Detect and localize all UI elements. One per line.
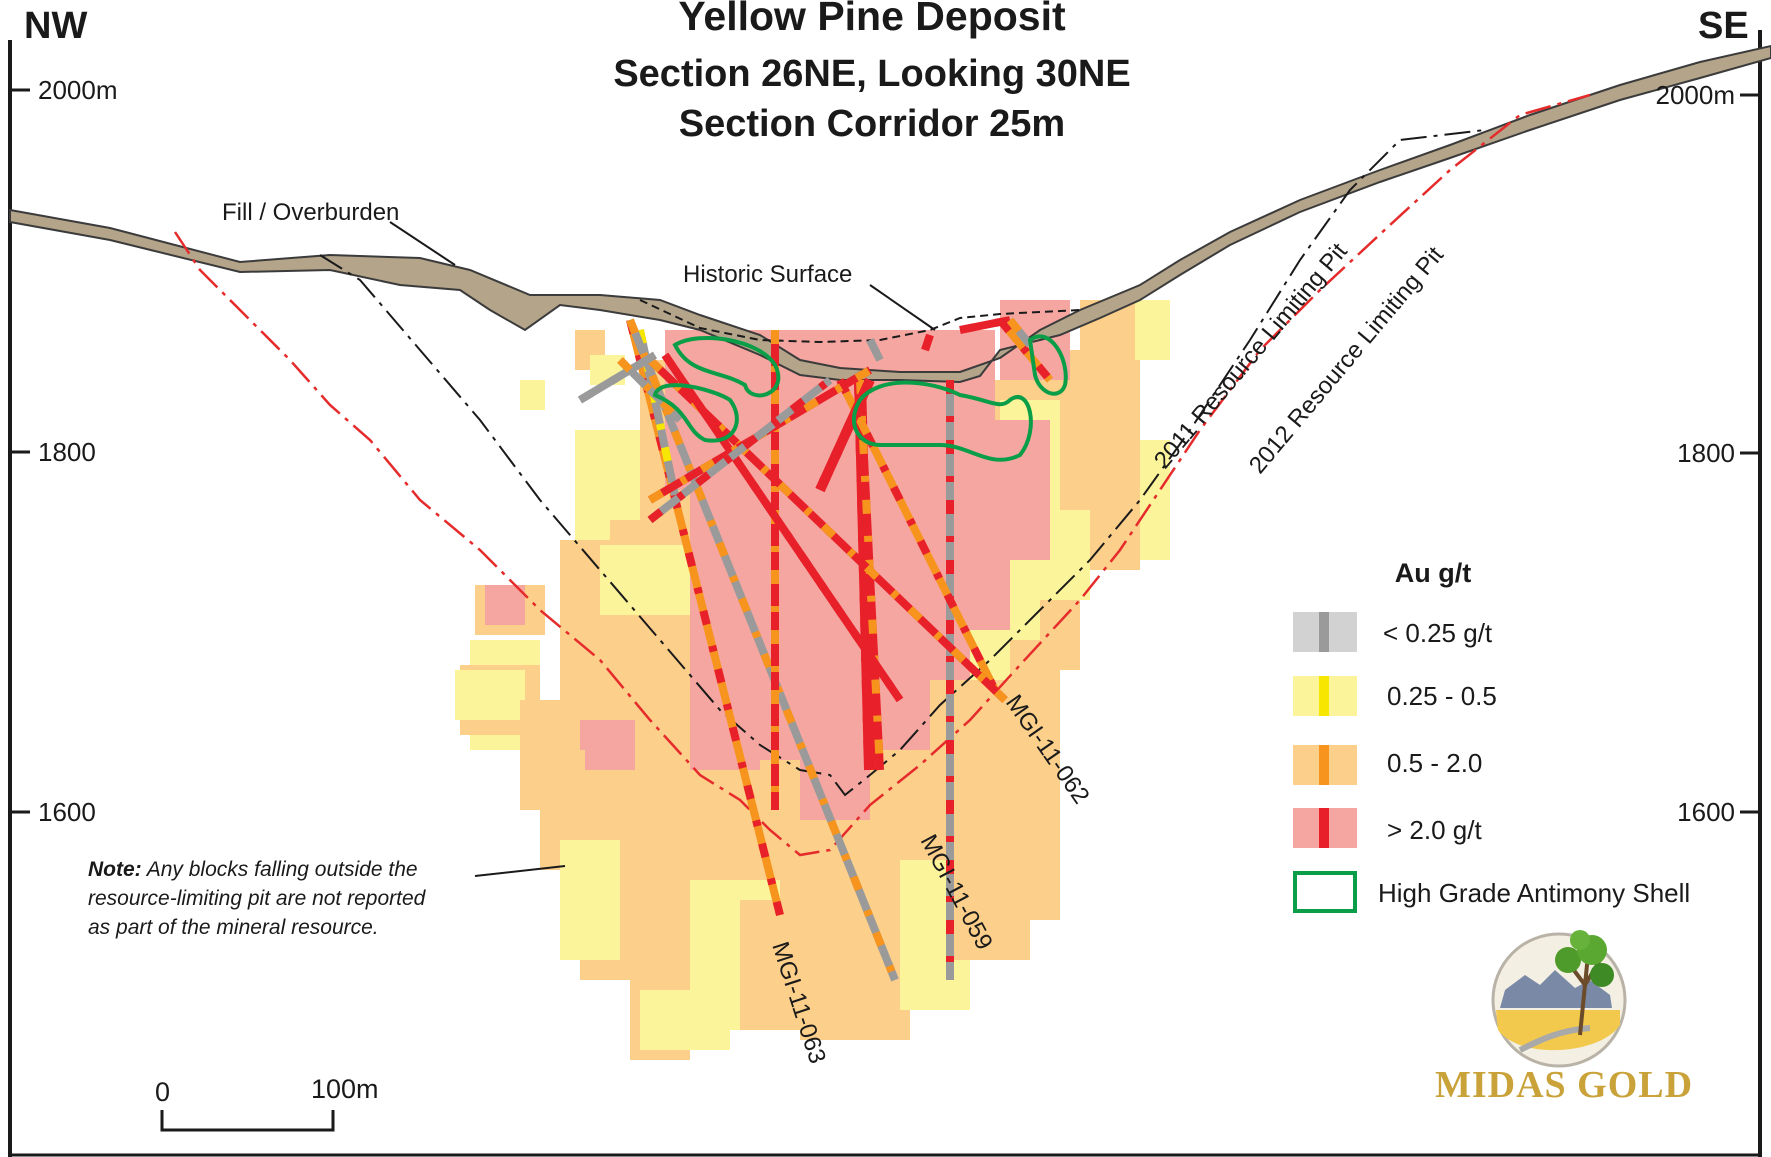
fill-overburden-label: Fill / Overburden — [222, 199, 399, 226]
elev-left-1800: 1800 — [38, 437, 96, 467]
diagram-subtitle-1: Section 26NE, Looking 30NE — [613, 53, 1130, 95]
drill-trace-interval — [1006, 317, 1034, 348]
elev-left-2000: 2000m — [38, 75, 118, 105]
pit-2012-label: 2012 Resource Limiting Pit — [1244, 242, 1449, 479]
drill-trace-interval — [647, 376, 833, 524]
legend-title: Au g/t — [1395, 558, 1471, 588]
antimony-shell — [852, 380, 1033, 462]
ore-block — [960, 420, 1050, 560]
drill-trace-interval — [866, 338, 884, 362]
historic-leader-line — [869, 284, 936, 331]
note-line-3: as part of the mineral resource. — [88, 916, 379, 939]
ore-block — [455, 670, 525, 720]
antimony-shell — [672, 336, 781, 398]
ore-block — [560, 840, 620, 960]
ore-block — [1060, 440, 1110, 510]
midas-gold-logo: MIDAS GOLD — [1435, 930, 1693, 1106]
antimony-shell — [1027, 334, 1068, 396]
legend-trace-low — [1319, 612, 1329, 652]
note-bold: Note: — [88, 858, 142, 881]
legend-label-low: < 0.25 g/t — [1383, 618, 1493, 648]
drill-trace-interval — [959, 316, 1011, 334]
diagram-subtitle-2: Section Corridor 25m — [679, 103, 1065, 145]
brand-name: MIDAS GOLD — [1435, 1064, 1693, 1106]
drill-trace-interval — [617, 357, 683, 423]
scale-start-label: 0 — [155, 1077, 170, 1107]
ore-block — [1140, 440, 1170, 560]
elev-right-2000: 2000m — [1656, 80, 1736, 110]
fill-leader-line — [389, 221, 456, 266]
drill-trace-interval — [661, 352, 904, 703]
pit-2011-line — [319, 129, 1486, 797]
legend-label-high: > 2.0 g/t — [1387, 815, 1482, 845]
logo-tree-trunk — [1568, 954, 1602, 1036]
overburden-layer — [9, 44, 1771, 384]
ore-block — [580, 720, 610, 750]
logo-field — [1496, 1010, 1620, 1051]
nw-label: NW — [24, 5, 87, 47]
drill-trace-interval — [921, 333, 934, 352]
ore-block — [640, 990, 730, 1050]
drill-traces — [577, 316, 1054, 982]
drill-trace-interval — [626, 319, 784, 916]
legend-trace-high — [1319, 808, 1329, 848]
drill-trace — [836, 378, 999, 692]
drill-trace — [626, 318, 899, 982]
legend-trace-05 — [1319, 745, 1329, 785]
note-leader-line — [474, 865, 566, 877]
logo-tree-leaves — [1590, 963, 1614, 987]
antimony-shells — [652, 334, 1068, 462]
ore-blocks — [455, 300, 1170, 1060]
legend-shell-swatch — [1293, 871, 1357, 913]
antimony-shell — [652, 383, 739, 443]
legend-shell-label: High Grade Antimony Shell — [1378, 878, 1690, 908]
scale-end-label: 100m — [311, 1074, 379, 1104]
legend-trace-025 — [1319, 676, 1329, 716]
drill-trace-interval — [996, 317, 1054, 383]
legend-label-025: 0.25 - 0.5 — [1387, 681, 1497, 711]
drill-trace-interval — [856, 379, 884, 771]
note-line-2: resource-limiting pit are not reported — [88, 887, 427, 910]
elev-right-1800: 1800 — [1677, 438, 1735, 468]
scale-bar: 0 100m — [155, 1074, 379, 1132]
scale-bar-line — [160, 1110, 335, 1132]
ore-block — [950, 840, 1030, 960]
ore-block — [1135, 300, 1170, 360]
pit-2012-line — [173, 93, 1591, 857]
historic-surface-line — [639, 299, 1081, 344]
note-line-1: Note: Any blocks falling outside the — [88, 858, 418, 881]
drill-trace-interval — [577, 351, 658, 404]
diagram-title: Yellow Pine Deposit — [678, 0, 1066, 39]
note-line-1-text: Any blocks falling outside the — [142, 858, 418, 881]
ore-block — [970, 560, 1010, 630]
legend: Au g/t < 0.25 g/t 0.25 - 0.5 0.5 - 2.0 >… — [1293, 558, 1690, 913]
ore-block — [520, 380, 545, 410]
legend-label-05: 0.5 - 2.0 — [1387, 748, 1482, 778]
drill-trace-interval — [647, 357, 1008, 703]
historic-surface-label: Historic Surface — [683, 261, 852, 288]
se-label: SE — [1698, 5, 1749, 47]
elev-right-1600: 1600 — [1677, 797, 1735, 827]
ore-block — [485, 585, 525, 625]
ore-block — [600, 545, 700, 615]
logo-tree-leaves — [1570, 930, 1590, 950]
elev-left-1600: 1600 — [38, 797, 96, 827]
logo-tree-leaves — [1555, 947, 1581, 973]
ore-block — [980, 700, 1060, 840]
